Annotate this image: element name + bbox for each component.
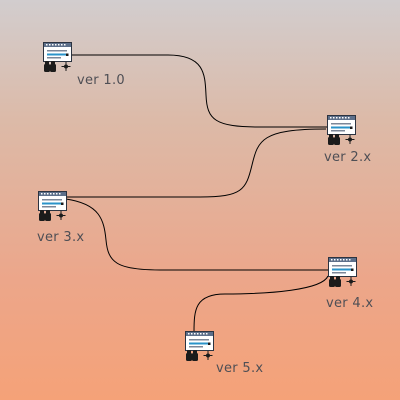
link-v4-v5 — [193, 275, 329, 333]
link-v3-v4 — [65, 198, 328, 271]
binoculars-window-icon — [185, 331, 214, 361]
link-v2-v3 — [66, 128, 327, 198]
version-node-v2[interactable] — [326, 114, 358, 146]
version-label-v5: ver 5.x — [216, 361, 264, 376]
version-label-v1: ver 1.0 — [77, 73, 125, 88]
binoculars-window-icon — [43, 42, 72, 72]
binoculars-window-icon — [328, 257, 357, 287]
version-node-v3[interactable] — [37, 190, 69, 222]
version-node-v5[interactable] — [184, 330, 216, 362]
version-node-v4[interactable] — [327, 256, 359, 288]
version-label-v2: ver 2.x — [324, 150, 372, 165]
version-node-v1[interactable] — [42, 41, 74, 73]
binoculars-window-icon — [38, 191, 67, 221]
version-label-v3: ver 3.x — [37, 230, 85, 245]
version-label-v4: ver 4.x — [326, 296, 374, 311]
link-v1-v2 — [72, 54, 328, 128]
binoculars-window-icon — [327, 115, 356, 145]
